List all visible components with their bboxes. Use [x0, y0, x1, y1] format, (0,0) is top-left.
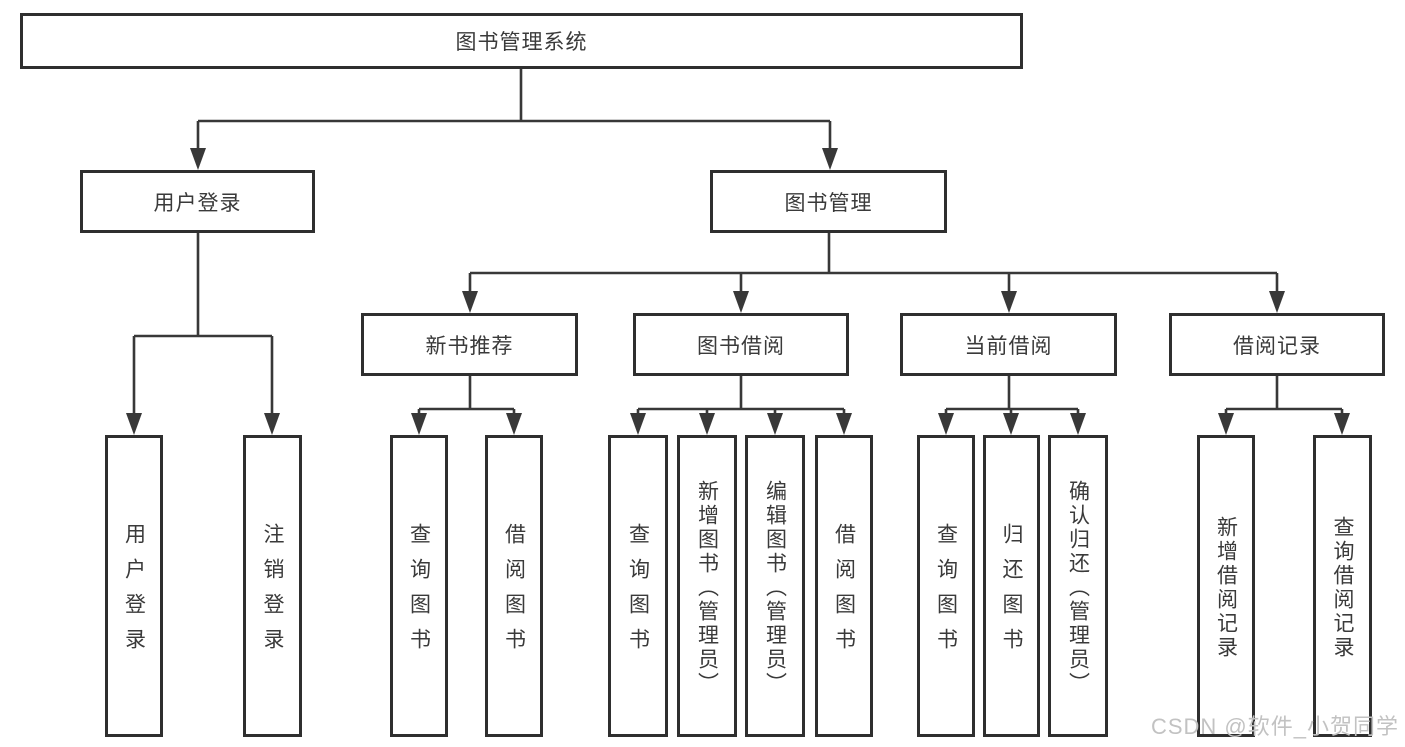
- arrowhead: [1218, 413, 1234, 435]
- leaf-edit-book-admin: 编辑图书（管理员）: [745, 435, 805, 737]
- connector-current-borrow: [944, 376, 1080, 415]
- arrowhead: [1269, 291, 1285, 313]
- leaf-user-login: 用户登录: [105, 435, 163, 737]
- arrowhead: [1001, 291, 1017, 313]
- arrowhead: [836, 413, 852, 435]
- leaf-label: 查询图书: [407, 523, 431, 663]
- connector-root: [196, 69, 832, 150]
- node-current-borrow: 当前借阅: [900, 313, 1117, 376]
- leaf-return-book: 归还图书: [983, 435, 1040, 737]
- node-new-book-recommend: 新书推荐: [361, 313, 578, 376]
- arrowhead: [630, 413, 646, 435]
- arrowhead: [733, 291, 749, 313]
- leaf-label: 查询图书: [934, 523, 958, 663]
- leaf-label: 编辑图书（管理员）: [763, 479, 787, 696]
- node-user-login: 用户登录: [80, 170, 315, 233]
- connector-borrow-records: [1224, 376, 1344, 415]
- arrowhead: [1070, 413, 1086, 435]
- connector-new-book-recommend: [417, 376, 516, 415]
- leaf-label: 借阅图书: [502, 523, 526, 663]
- arrowhead: [1003, 413, 1019, 435]
- leaf-label: 查询图书: [626, 523, 650, 663]
- arrowhead: [506, 413, 522, 435]
- leaf-borrow-books-recommend: 借阅图书: [485, 435, 543, 737]
- arrowhead: [1334, 413, 1350, 435]
- leaf-label: 新增图书（管理员）: [695, 479, 719, 696]
- arrowhead: [822, 148, 838, 170]
- node-borrow-records: 借阅记录: [1169, 313, 1385, 376]
- arrowhead: [767, 413, 783, 435]
- watermark: CSDN @软件_小贺同学: [1150, 714, 1399, 739]
- leaf-query-books-recommend: 查询图书: [390, 435, 448, 737]
- leaf-query-books-borrow: 查询图书: [608, 435, 668, 737]
- connector-user-login: [132, 233, 274, 415]
- leaf-confirm-return-admin: 确认归还（管理员）: [1048, 435, 1108, 737]
- connector-book-management: [468, 233, 1279, 293]
- leaf-query-borrow-record: 查询借阅记录: [1313, 435, 1372, 737]
- leaf-add-borrow-record: 新增借阅记录: [1197, 435, 1255, 737]
- leaf-label: 用户登录: [122, 523, 146, 663]
- leaf-label: 新增借阅记录: [1214, 515, 1238, 660]
- arrowhead: [411, 413, 427, 435]
- leaf-borrow-books: 借阅图书: [815, 435, 873, 737]
- leaf-label: 归还图书: [1000, 523, 1023, 663]
- leaf-add-book-admin: 新增图书（管理员）: [677, 435, 737, 737]
- connector-book-borrow: [636, 376, 846, 415]
- arrowhead: [190, 148, 206, 170]
- arrowhead: [462, 291, 478, 313]
- leaf-logout: 注销登录: [243, 435, 302, 737]
- leaf-label: 查询借阅记录: [1331, 515, 1354, 660]
- node-book-borrow: 图书借阅: [633, 313, 849, 376]
- leaf-label: 借阅图书: [832, 523, 856, 663]
- leaf-query-books-current: 查询图书: [917, 435, 975, 737]
- arrowhead: [264, 413, 280, 435]
- leaf-label: 确认归还（管理员）: [1066, 479, 1090, 696]
- leaf-label: 注销登录: [261, 523, 284, 663]
- arrowhead: [699, 413, 715, 435]
- node-root-system: 图书管理系统: [20, 13, 1023, 69]
- arrowhead: [126, 413, 142, 435]
- arrowhead: [938, 413, 954, 435]
- node-book-management: 图书管理: [710, 170, 947, 233]
